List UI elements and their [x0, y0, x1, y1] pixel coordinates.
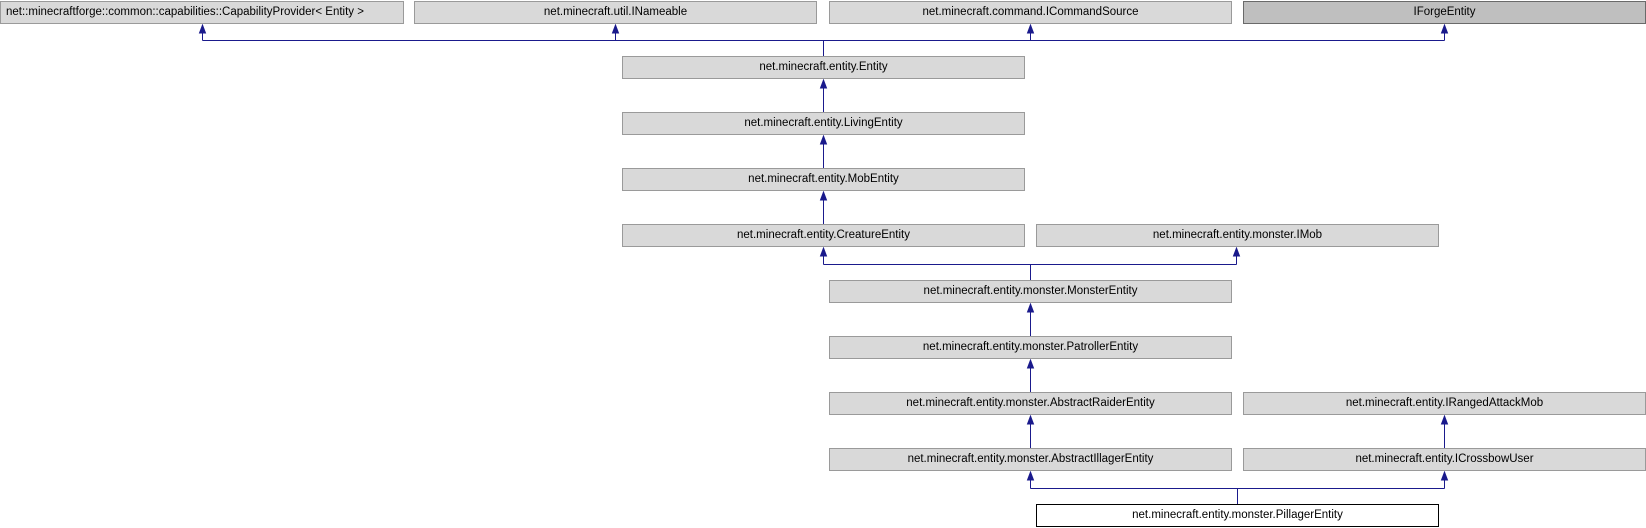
arrow-to-abstract-raider-entity: [1026, 414, 1035, 425]
node-capability-provider[interactable]: net::minecraftforge::common::capabilitie…: [0, 1, 404, 24]
arrow-to-icrossbow-user: [1440, 470, 1449, 481]
node-creature-entity[interactable]: net.minecraft.entity.CreatureEntity: [622, 224, 1025, 247]
arrow-to-capability-provider: [198, 23, 207, 34]
arrowheads: [198, 23, 1449, 481]
edge-entity-to-parents: [202, 25, 1445, 56]
node-imob[interactable]: net.minecraft.entity.monster.IMob: [1036, 224, 1439, 247]
node-pillager-entity: net.minecraft.entity.monster.PillagerEnt…: [1036, 504, 1439, 527]
arrow-to-mob-entity: [819, 190, 828, 201]
arrow-to-imob: [1232, 246, 1241, 257]
arrow-to-monster-entity: [1026, 302, 1035, 313]
node-mob-entity[interactable]: net.minecraft.entity.MobEntity: [622, 168, 1025, 191]
node-abstract-illager-entity[interactable]: net.minecraft.entity.monster.AbstractIll…: [829, 448, 1232, 471]
node-monster-entity[interactable]: net.minecraft.entity.monster.MonsterEnti…: [829, 280, 1232, 303]
node-abstract-raider-entity[interactable]: net.minecraft.entity.monster.AbstractRai…: [829, 392, 1232, 415]
node-icrossbow-user[interactable]: net.minecraft.entity.ICrossbowUser: [1243, 448, 1646, 471]
node-entity[interactable]: net.minecraft.entity.Entity: [622, 56, 1025, 79]
arrow-to-creature-entity: [819, 246, 828, 257]
arrow-to-inameable: [611, 23, 620, 34]
arrow-to-living-entity: [819, 134, 828, 145]
arrow-to-iforge-entity: [1440, 23, 1449, 34]
node-iforge-entity[interactable]: IForgeEntity: [1243, 1, 1646, 24]
edge-pillager-to-illager-crossbow: [1030, 472, 1445, 504]
node-inameable[interactable]: net.minecraft.util.INameable: [414, 1, 817, 24]
node-icommand-source[interactable]: net.minecraft.command.ICommandSource: [829, 1, 1232, 24]
arrow-to-patroller-entity: [1026, 358, 1035, 369]
arrow-to-entity: [819, 78, 828, 89]
arrow-to-icommand-source: [1026, 23, 1035, 34]
arrow-to-iranged-attack-mob: [1440, 414, 1449, 425]
edge-monster-to-creature-imob: [823, 248, 1237, 280]
node-iranged-attack-mob[interactable]: net.minecraft.entity.IRangedAttackMob: [1243, 392, 1646, 415]
node-patroller-entity[interactable]: net.minecraft.entity.monster.PatrollerEn…: [829, 336, 1232, 359]
arrow-to-abstract-illager-entity: [1026, 470, 1035, 481]
node-living-entity[interactable]: net.minecraft.entity.LivingEntity: [622, 112, 1025, 135]
